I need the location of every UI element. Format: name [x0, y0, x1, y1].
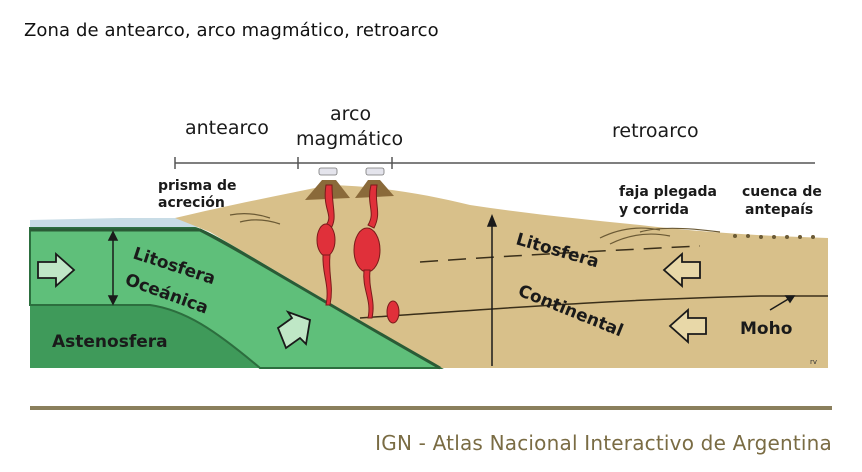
arrow-left-continental-lower: [668, 307, 707, 345]
footer-divider: [30, 406, 832, 410]
footer-credit: IGN - Atlas Nacional Interactivo de Arge…: [375, 431, 832, 455]
page-title: Zona de antearco, arco magmático, retroa…: [24, 20, 439, 41]
label-prisma-line1: prisma de: [158, 178, 236, 194]
crust-dashed-line: [419, 245, 701, 263]
volcano-plume-left: [318, 167, 338, 176]
arrows: [37, 251, 707, 350]
label-faja-line1: faja plegada: [619, 184, 717, 200]
label-retroarco: retroarco: [612, 120, 699, 142]
label-arco-line2: magmático: [296, 128, 403, 150]
magma-system: [316, 184, 400, 324]
thickness-markers: [107, 213, 796, 366]
subduction-interface: [30, 228, 441, 370]
label-faja-line2: y corrida: [619, 202, 689, 218]
volcano-plume-right: [365, 167, 385, 176]
label-prisma-line2: acreción: [158, 195, 225, 211]
label-arco-line1: arco: [330, 103, 371, 125]
fold-belt-hatching: [229, 212, 721, 245]
label-moho: Moho: [740, 319, 792, 339]
continental-crust: [175, 185, 828, 368]
asthenosphere: [30, 305, 260, 368]
label-cuenca-line2: antepaís: [745, 202, 813, 218]
label-astenosfera: Astenosfera: [52, 332, 168, 352]
zone-bracket: [174, 157, 815, 169]
arrow-left-continental-upper: [662, 251, 701, 289]
label-antearco: antearco: [185, 117, 269, 139]
foreland-basin-sediments: [733, 234, 815, 239]
label-cuenca-line1: cuenca de: [742, 184, 822, 200]
arrow-right-oceanic: [37, 251, 76, 289]
label-signature: rv: [810, 358, 817, 366]
moho-line: [359, 295, 828, 319]
arrow-subduction: [276, 310, 312, 350]
